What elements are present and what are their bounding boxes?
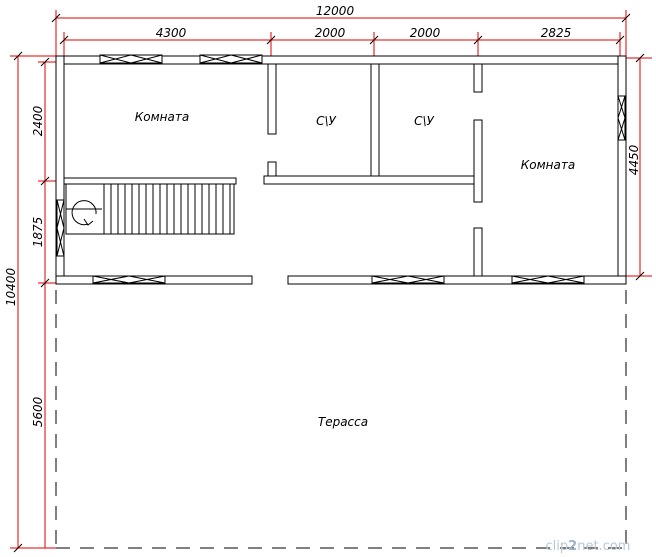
watermark-text-4: .com [599,539,631,554]
dim-left-1: 2400 [31,105,45,136]
window-bottom-3 [511,275,585,284]
watermark: clip2net.com [546,539,631,554]
window-top-1 [99,54,163,64]
window-right [617,95,626,141]
dim-left-3: 5600 [31,396,45,427]
dim-overall-width: 12000 [316,4,355,18]
watermark-text-1: clip [546,539,569,554]
dim-top-2: 2000 [315,26,346,40]
dim-top-1: 4300 [156,26,187,40]
window-top-2 [199,54,263,64]
dimension-ticks [13,13,645,553]
room-label-right: Комната [521,158,575,172]
staircase [65,183,235,235]
terrace-label: Терасса [318,415,368,429]
bathroom-label-1: С\У [316,114,336,128]
svg-text:clip2net.com: clip2net.com [546,539,631,554]
dim-left-2: 1875 [31,217,45,248]
room-label-left: Комната [135,110,189,124]
dim-right: 4450 [627,144,641,175]
windows [56,54,626,284]
bathroom-label-2: С\У [414,114,434,128]
dim-top-3: 2000 [410,26,441,40]
watermark-text-3: net [577,539,598,554]
window-bottom-2 [371,275,445,284]
window-bottom-1 [92,275,166,284]
dim-overall-height: 10400 [4,268,18,307]
window-left [56,199,65,257]
dim-top-4: 2825 [541,26,572,40]
watermark-text-2: 2 [568,539,577,554]
terrace-outline [55,290,627,549]
